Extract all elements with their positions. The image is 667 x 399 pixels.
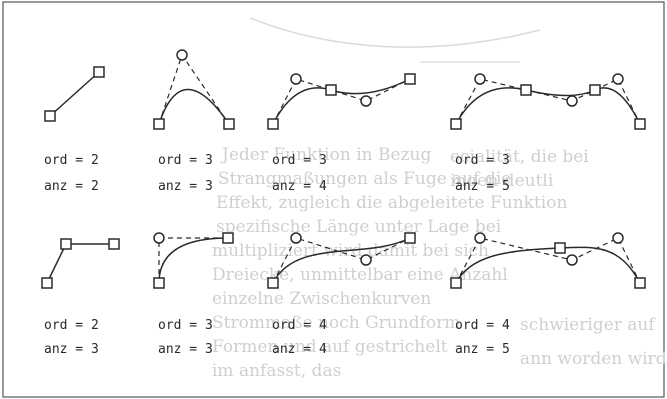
control-polygon xyxy=(272,78,411,125)
control-polygon xyxy=(272,237,411,284)
control-point-square xyxy=(520,84,532,96)
panel-p7 xyxy=(267,232,416,289)
control-point-circle xyxy=(360,95,372,107)
control-point-circle xyxy=(290,73,302,85)
panel-ord-label: ord = 3 xyxy=(158,153,213,168)
control-point-square xyxy=(634,277,646,289)
bleed-line: ann worden wird xyxy=(520,349,667,369)
control-point-circle xyxy=(612,73,624,85)
spline-curve xyxy=(158,88,230,125)
panel-anz-label: anz = 5 xyxy=(455,179,510,194)
control-point-square xyxy=(634,118,646,130)
control-point-circle xyxy=(474,73,486,85)
bleed-through-text: ecialität, die bei ingen deutli Jeder Fu… xyxy=(212,17,667,381)
control-point-square xyxy=(450,118,462,130)
panel-anz-label: anz = 3 xyxy=(44,342,99,357)
panel-p8 xyxy=(450,232,646,289)
control-point-circle xyxy=(612,232,624,244)
panel-anz-label: anz = 3 xyxy=(158,179,213,194)
panel-ord-label: ord = 2 xyxy=(44,153,99,168)
control-point-square xyxy=(153,277,165,289)
panel-ord-label: ord = 4 xyxy=(272,318,327,333)
control-point-circle xyxy=(360,254,372,266)
spline-curve xyxy=(49,71,100,117)
control-point-square xyxy=(108,238,120,250)
bleed-line: Effekt, zugleich die abgeleitete Funktio… xyxy=(216,193,567,213)
spline-curve xyxy=(455,87,641,125)
control-point-square xyxy=(589,84,601,96)
bleed-line: schwieriger auf xyxy=(520,315,656,335)
control-point-circle xyxy=(290,232,302,244)
control-point-circle xyxy=(153,232,165,244)
control-point-square xyxy=(222,232,234,244)
spline-curve xyxy=(158,237,229,284)
panel-anz-label: anz = 4 xyxy=(272,342,327,357)
panel-p6 xyxy=(153,232,234,289)
control-point-square xyxy=(554,242,566,254)
panel-p4 xyxy=(450,73,646,130)
panel-anz-label: anz = 4 xyxy=(272,179,327,194)
control-point-square xyxy=(404,73,416,85)
panel-ord-label: ord = 3 xyxy=(272,153,327,168)
control-point-square xyxy=(404,232,416,244)
control-point-circle xyxy=(566,95,578,107)
control-point-square xyxy=(60,238,72,250)
bleed-line: einzelne Zwischenkurven xyxy=(212,289,431,309)
control-point-square xyxy=(93,66,105,78)
panel-p3 xyxy=(267,73,416,130)
control-point-circle xyxy=(566,254,578,266)
bleed-arc xyxy=(249,17,541,48)
panel-anz-label: anz = 5 xyxy=(455,342,510,357)
panel-ord-label: ord = 3 xyxy=(158,318,213,333)
panel-ord-label: ord = 2 xyxy=(44,318,99,333)
control-point-circle xyxy=(474,232,486,244)
control-point-circle xyxy=(176,49,188,61)
bleed-line: Strommaße noch Grundform xyxy=(212,313,460,333)
spline-curve xyxy=(272,237,411,284)
panel-ord-label: ord = 3 xyxy=(455,153,510,168)
bleed-line: Strangmaßungen als Fuge auf die xyxy=(218,169,511,189)
panel-p5 xyxy=(41,238,120,289)
control-point-square xyxy=(41,277,53,289)
panel-anz-label: anz = 3 xyxy=(158,342,213,357)
control-point-square xyxy=(450,277,462,289)
control-point-square xyxy=(267,277,279,289)
bleed-line: im anfasst, das xyxy=(212,361,341,381)
bleed-line: Formen und auf gestrichelt xyxy=(212,337,448,357)
bleed-line: ecialität, die bei xyxy=(450,147,589,167)
bleed-line: Dreiecke, unmittelbar eine Anzahl xyxy=(212,265,508,285)
control-point-square xyxy=(223,118,235,130)
panel-anz-label: anz = 2 xyxy=(44,179,99,194)
control-point-square xyxy=(325,84,337,96)
bleed-line: Jeder Funktion in Bezug xyxy=(220,145,431,165)
panel-p1 xyxy=(44,66,105,122)
panel-ord-label: ord = 4 xyxy=(455,318,510,333)
control-point-square xyxy=(267,118,279,130)
panel-p2 xyxy=(153,49,235,130)
bleed-line: ingen deutli xyxy=(450,171,554,191)
bleed-line: spezifische Länge unter Lage bei xyxy=(216,217,502,237)
control-point-square xyxy=(44,110,56,122)
control-point-square xyxy=(153,118,165,130)
